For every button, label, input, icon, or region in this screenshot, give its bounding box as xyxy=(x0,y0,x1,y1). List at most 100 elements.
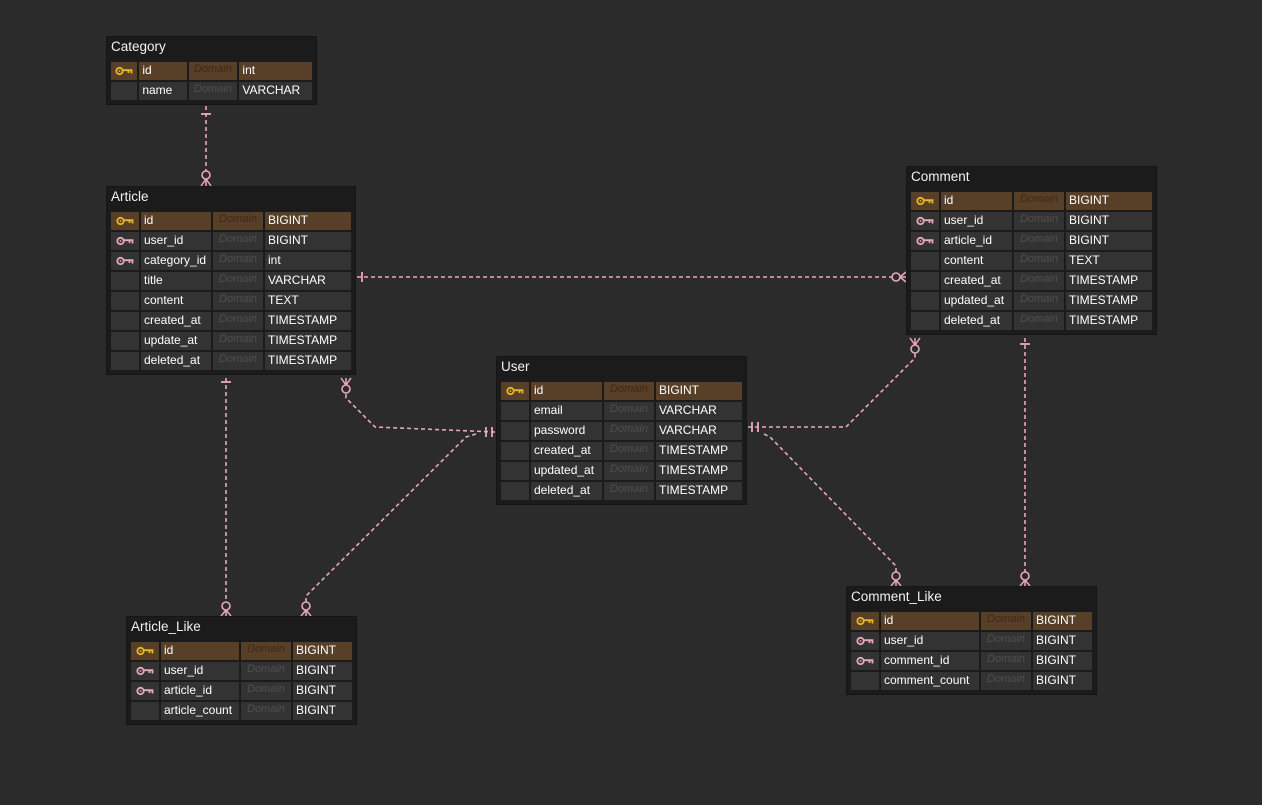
column-name[interactable]: email xyxy=(530,401,603,421)
column-domain[interactable]: Domain xyxy=(187,81,239,101)
column-domain[interactable]: Domain xyxy=(980,611,1032,631)
column-domain[interactable]: Domain xyxy=(1013,231,1065,251)
column-type[interactable]: TIMESTAMP xyxy=(1065,291,1153,311)
column-type[interactable]: BIGINT xyxy=(292,701,353,721)
column-domain[interactable]: Domain xyxy=(240,701,292,721)
column-name[interactable]: password xyxy=(530,421,603,441)
column-domain[interactable]: Domain xyxy=(212,291,264,311)
column-type[interactable]: int xyxy=(238,61,313,81)
column-name[interactable]: title xyxy=(140,271,212,291)
column-name[interactable]: updated_at xyxy=(530,461,603,481)
column-name[interactable]: deleted_at xyxy=(940,311,1013,331)
column-domain[interactable]: Domain xyxy=(187,61,239,81)
column-name[interactable]: updated_at xyxy=(940,291,1013,311)
column-domain[interactable]: Domain xyxy=(603,481,655,501)
table-title[interactable]: Comment_Like xyxy=(851,589,942,604)
column-name[interactable]: created_at xyxy=(140,311,212,331)
column-domain[interactable]: Domain xyxy=(240,641,292,661)
column-name[interactable]: deleted_at xyxy=(530,481,603,501)
column-domain[interactable]: Domain xyxy=(603,401,655,421)
column-domain[interactable]: Domain xyxy=(603,381,655,401)
table-title[interactable]: Comment xyxy=(911,169,970,184)
column-name[interactable]: article_count xyxy=(160,701,240,721)
column-domain[interactable]: Domain xyxy=(240,681,292,701)
column-type[interactable]: BIGINT xyxy=(292,681,353,701)
column-type[interactable]: TIMESTAMP xyxy=(655,461,743,481)
table-title[interactable]: User xyxy=(501,359,530,374)
column-name[interactable]: id xyxy=(880,611,980,631)
column-domain[interactable]: Domain xyxy=(1013,251,1065,271)
table-title[interactable]: Article xyxy=(111,189,149,204)
column-type[interactable]: TIMESTAMP xyxy=(1065,271,1153,291)
column-name[interactable]: comment_id xyxy=(880,651,980,671)
column-type[interactable]: TIMESTAMP xyxy=(655,441,743,461)
column-type[interactable]: VARCHAR xyxy=(655,401,743,421)
column-type[interactable]: BIGINT xyxy=(264,211,352,231)
column-name[interactable]: created_at xyxy=(530,441,603,461)
column-name[interactable]: update_at xyxy=(140,331,212,351)
column-type[interactable]: TIMESTAMP xyxy=(1065,311,1153,331)
column-domain[interactable]: Domain xyxy=(212,351,264,371)
column-type[interactable]: TIMESTAMP xyxy=(655,481,743,501)
column-domain[interactable]: Domain xyxy=(212,251,264,271)
column-name[interactable]: content xyxy=(140,291,212,311)
column-name[interactable]: id xyxy=(140,211,212,231)
column-type[interactable]: BIGINT xyxy=(1032,611,1093,631)
column-type[interactable]: TIMESTAMP xyxy=(264,331,352,351)
column-type[interactable]: BIGINT xyxy=(1032,651,1093,671)
column-domain[interactable]: Domain xyxy=(212,311,264,331)
column-domain[interactable]: Domain xyxy=(212,211,264,231)
column-name[interactable]: user_id xyxy=(160,661,240,681)
column-name[interactable]: deleted_at xyxy=(140,351,212,371)
column-type[interactable]: VARCHAR xyxy=(655,421,743,441)
column-type[interactable]: VARCHAR xyxy=(264,271,352,291)
column-name[interactable]: user_id xyxy=(940,211,1013,231)
column-domain[interactable]: Domain xyxy=(980,631,1032,651)
column-type[interactable]: BIGINT xyxy=(1065,191,1153,211)
column-domain[interactable]: Domain xyxy=(1013,271,1065,291)
column-name[interactable]: content xyxy=(940,251,1013,271)
column-type[interactable]: BIGINT xyxy=(292,661,353,681)
table-title[interactable]: Category xyxy=(111,39,166,54)
column-domain[interactable]: Domain xyxy=(240,661,292,681)
column-domain[interactable]: Domain xyxy=(1013,291,1065,311)
column-name[interactable]: name xyxy=(138,81,188,101)
column-domain[interactable]: Domain xyxy=(212,271,264,291)
column-domain[interactable]: Domain xyxy=(603,421,655,441)
column-type[interactable]: BIGINT xyxy=(655,381,743,401)
column-name[interactable]: id xyxy=(530,381,603,401)
column-type[interactable]: BIGINT xyxy=(1065,231,1153,251)
column-name[interactable]: article_id xyxy=(160,681,240,701)
